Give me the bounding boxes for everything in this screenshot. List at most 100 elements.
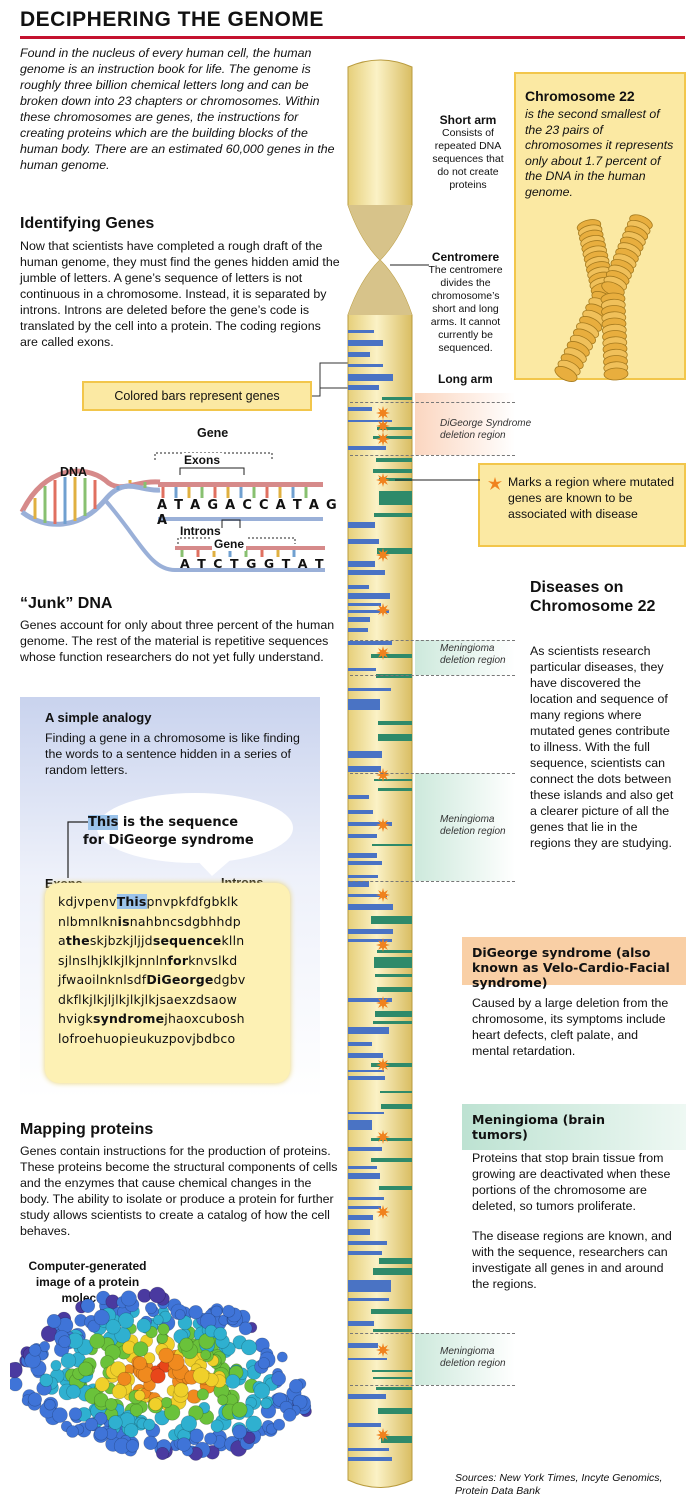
protein-atom <box>150 1368 166 1384</box>
random-letters: kdjvpenv <box>58 894 117 909</box>
gene-bar <box>348 570 385 575</box>
gene-bar <box>348 998 392 1002</box>
disease-marker-icon <box>376 1205 390 1219</box>
protein-atom <box>245 1415 262 1433</box>
junk-heading: “Junk” DNA <box>20 595 113 612</box>
gene-bar <box>379 1258 412 1264</box>
gene-bar <box>348 1229 370 1235</box>
dna-helix-graphic <box>19 452 325 572</box>
gene-bar <box>381 1104 412 1109</box>
random-letters: pnvpkfdfgbklk <box>146 894 239 909</box>
gene-bar <box>348 1423 381 1427</box>
protein-atom <box>196 1388 209 1401</box>
speech-bubble <box>67 793 293 878</box>
region-line <box>350 1333 515 1334</box>
protein-atom <box>241 1339 257 1356</box>
gene-bar <box>373 469 412 473</box>
gene-bar <box>348 585 369 589</box>
gene-bar <box>375 974 412 977</box>
meningioma-box-header: Meningioma (brain tumors) <box>462 1104 686 1150</box>
gene-bar <box>348 881 369 887</box>
protein-atom <box>231 1401 248 1418</box>
protein-atom <box>68 1407 83 1421</box>
protein-atom <box>283 1408 297 1422</box>
letter-line: kdjvpenvThispnvpkfdfgbklk <box>58 892 246 912</box>
disease-marker-icon <box>376 646 390 660</box>
protein-atom <box>158 1347 174 1364</box>
chromosome-band <box>603 367 629 381</box>
region-line <box>350 402 515 403</box>
protein-atom <box>232 1424 247 1440</box>
protein-atom <box>93 1309 110 1326</box>
protein-atom <box>10 1361 23 1379</box>
disease-marker-icon <box>376 1428 390 1442</box>
protein-atom <box>125 1439 140 1453</box>
gene-bar <box>348 1206 381 1209</box>
gene-bar <box>348 1147 382 1151</box>
bubble-highlight: This <box>88 815 119 830</box>
gene-bar <box>371 1063 412 1067</box>
mapping-text: Genes contain instructions for the produ… <box>20 1144 338 1238</box>
protein-atom <box>225 1374 241 1389</box>
protein-atom <box>192 1367 210 1384</box>
disease-marker-icon <box>376 473 390 487</box>
gene-bar <box>348 1343 378 1348</box>
short-arm-title: Short arm <box>439 113 497 127</box>
random-letters: sjlnslhjklkjlkjnnln <box>58 952 168 968</box>
protein-atom <box>174 1309 186 1320</box>
protein-atom <box>58 1335 71 1348</box>
protein-atom <box>84 1417 98 1431</box>
gene-bar <box>376 1387 412 1390</box>
disease-marker-icon <box>376 1058 390 1072</box>
bubble-line-1-rest: is the sequence <box>118 815 239 830</box>
gene-bar <box>348 1358 387 1360</box>
gene-bar <box>348 1027 389 1034</box>
marker-legend-box: Marks a region where mutated genes are k… <box>478 463 686 547</box>
protein-atom <box>276 1351 288 1363</box>
gene-bar <box>376 674 412 678</box>
protein-atom <box>180 1415 197 1432</box>
hidden-word: DiGeorge <box>146 972 214 987</box>
dna-figure: DNA Gene Exons A T A G A C C A T A G A I… <box>0 420 340 585</box>
region-line <box>350 773 515 774</box>
gene-bar <box>381 1436 412 1443</box>
protein-atom <box>173 1382 189 1398</box>
gene-bar <box>348 539 379 544</box>
gene-bar <box>348 668 376 671</box>
diseases-text: As scientists research particular diseas… <box>530 644 674 850</box>
analogy-text: Finding a gene in a chromosome is like f… <box>45 731 300 777</box>
hidden-word: syndrome <box>92 1011 165 1026</box>
protein-atom <box>145 1301 158 1314</box>
protein-atom <box>213 1326 228 1341</box>
protein-atom <box>188 1305 203 1320</box>
gene-bar <box>378 721 412 725</box>
random-letters: a <box>58 933 66 948</box>
letter-line: hvigksyndromejhaoxcubosh <box>58 1009 246 1029</box>
protein-atom <box>148 1397 163 1411</box>
gene-bar <box>348 766 381 772</box>
protein-atom <box>222 1304 236 1318</box>
gene-bar <box>348 861 382 865</box>
dna-sequence-bottom: A T C T G G T A T <box>180 556 326 571</box>
gene-bar <box>348 1076 385 1080</box>
gene-label-top: Gene <box>197 426 229 440</box>
protein-atom <box>50 1359 62 1371</box>
gene-label-bottom: Gene <box>212 537 247 551</box>
meningioma-region-shade <box>415 1333 515 1385</box>
gene-bar <box>348 1321 374 1326</box>
gene-bar <box>348 446 386 450</box>
gene-bar <box>348 374 393 381</box>
colored-bars-box: Colored bars represent genes <box>82 381 312 411</box>
letter-line: nlbmnlknisnahbncsdgbhhdp <box>58 912 246 932</box>
protein-atom <box>210 1305 223 1318</box>
protein-atom <box>217 1394 229 1406</box>
centromere-pointer <box>390 264 429 266</box>
gene-bar <box>348 1166 377 1169</box>
random-letters: skjbzkjljjd <box>89 933 153 948</box>
protein-atom <box>94 1412 108 1426</box>
gene-bar <box>348 1448 389 1451</box>
gene-bar <box>373 1021 412 1024</box>
gene-bar <box>382 397 412 400</box>
gene-bar <box>348 929 393 934</box>
